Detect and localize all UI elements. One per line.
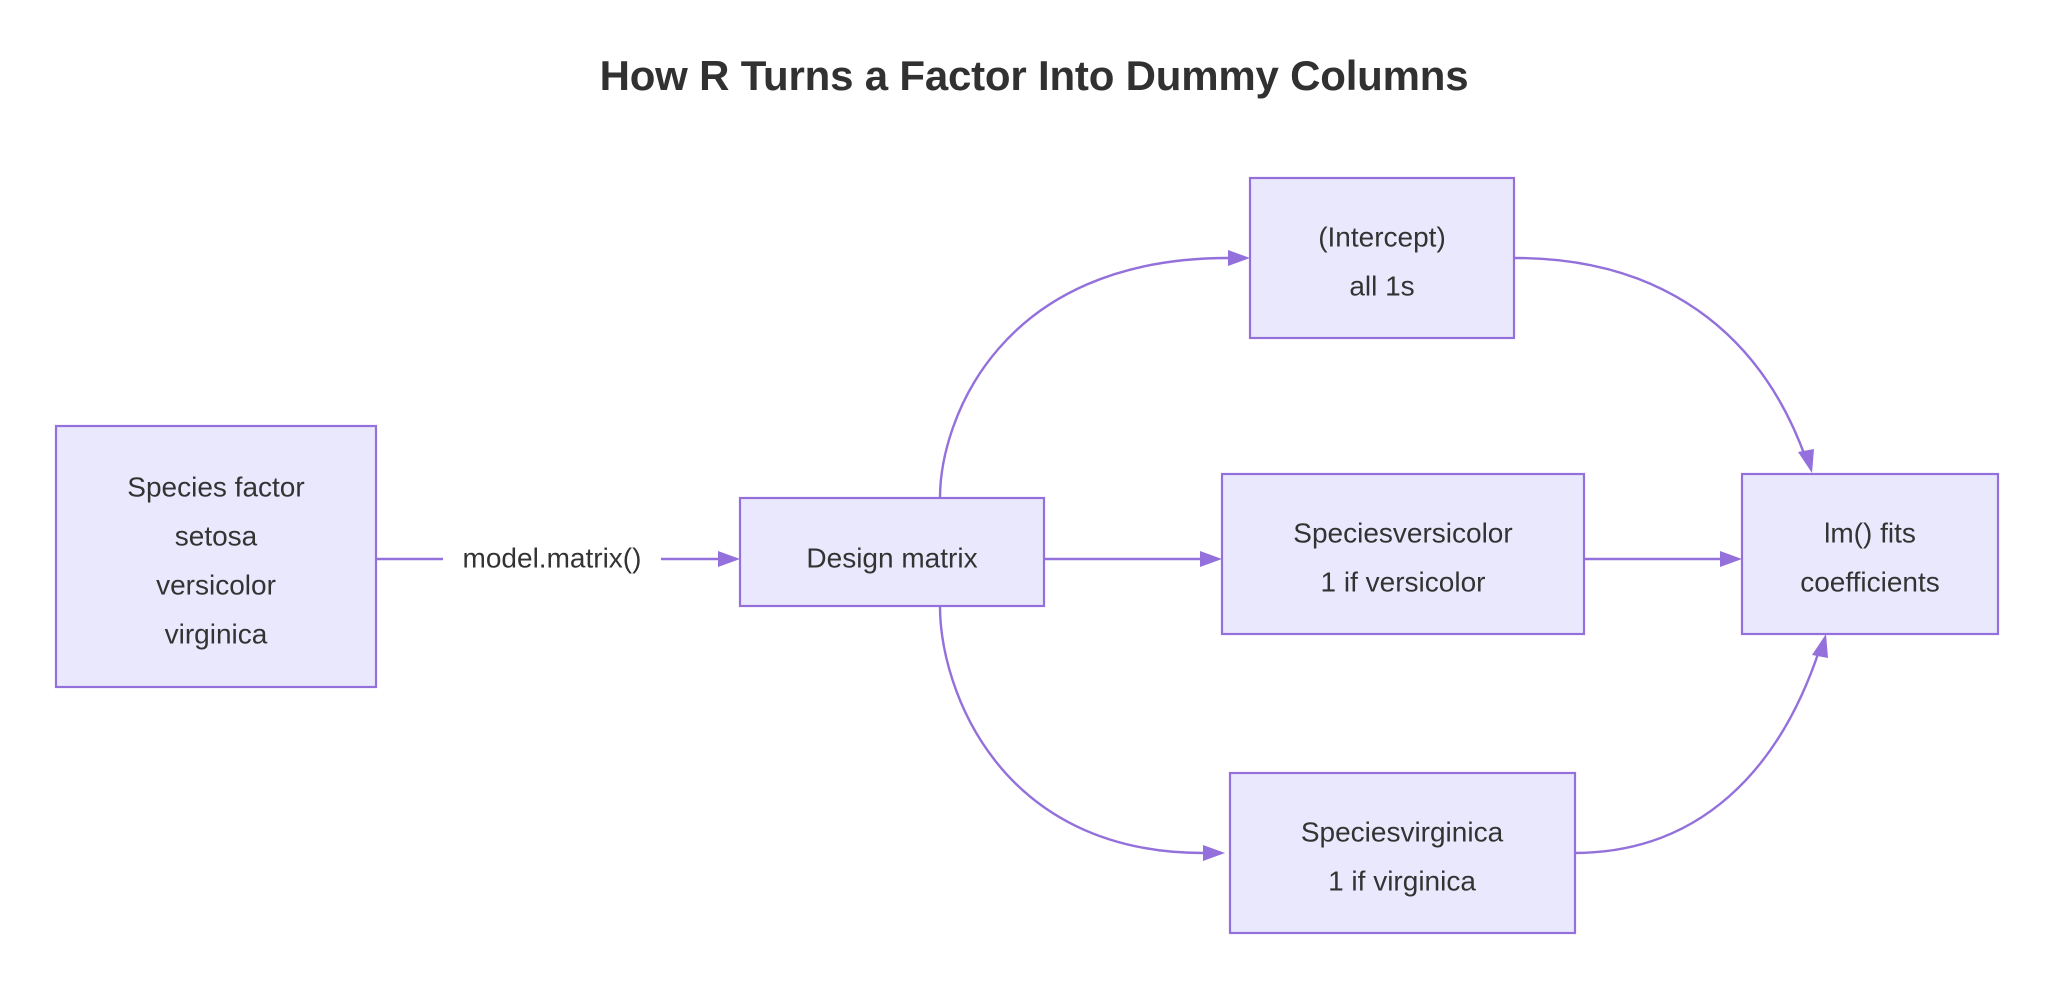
edge-label-text: model.matrix() <box>463 542 642 573</box>
node-speciesversicolor-line-2: 1 if versicolor <box>1321 566 1486 597</box>
node-speciesvirginica-box[interactable] <box>1228 771 1577 935</box>
edge-path-intercept-lm <box>1514 256 1808 460</box>
node-species-factor[interactable]: Species factor setosa versicolor virgini… <box>54 424 378 689</box>
node-group: Species factor setosa versicolor virgini… <box>54 176 2000 935</box>
node-lm-fits-line-2: coefficients <box>1800 566 1940 597</box>
edge-label-background <box>443 539 661 579</box>
node-speciesversicolor[interactable]: Speciesversicolor 1 if versicolor <box>1220 472 1586 636</box>
node-species-factor-line-2: setosa <box>175 520 258 551</box>
arrowhead-virginica-lm <box>1812 634 1828 658</box>
node-lm-fits[interactable]: lm() fits coefficients <box>1740 472 2000 636</box>
node-intercept-box[interactable] <box>1248 176 1516 340</box>
edge-path-design-intercept <box>938 256 1229 499</box>
arrowhead-design-virginica <box>1203 845 1225 861</box>
node-lm-fits-box[interactable] <box>1740 472 2000 636</box>
node-design-matrix[interactable]: Design matrix <box>738 496 1046 608</box>
edge-group: model.matrix() <box>375 250 1828 861</box>
node-speciesversicolor-box[interactable] <box>1220 472 1586 636</box>
edge-design-to-virginica <box>938 605 1225 861</box>
node-species-factor-line-1: Species factor <box>127 471 304 502</box>
page-title: How R Turns a Factor Into Dummy Columns <box>599 52 1469 99</box>
arrowhead-design-versicolor <box>1200 551 1222 567</box>
arrowhead-versicolor-lm <box>1720 551 1742 567</box>
edge-intercept-to-lm <box>1514 256 1814 473</box>
node-species-factor-box[interactable] <box>54 424 378 689</box>
node-intercept-line-1: (Intercept) <box>1318 221 1446 252</box>
arrowhead-species-design <box>718 551 740 567</box>
arrowhead-intercept-lm <box>1798 449 1814 473</box>
node-speciesvirginica-line-2: 1 if virginica <box>1328 865 1476 896</box>
edge-virginica-to-lm <box>1573 634 1828 855</box>
node-speciesvirginica-line-1: Speciesvirginica <box>1301 816 1504 847</box>
node-design-matrix-box[interactable] <box>738 496 1046 608</box>
node-species-factor-line-4: virginica <box>165 618 268 649</box>
node-speciesversicolor-line-1: Speciesversicolor <box>1293 517 1512 548</box>
node-species-factor-line-3: versicolor <box>156 569 276 600</box>
edge-path-design-virginica <box>938 605 1204 855</box>
node-design-matrix-line-1: Design matrix <box>806 542 977 573</box>
edge-design-to-intercept <box>938 250 1250 499</box>
edge-design-to-versicolor <box>1044 551 1222 567</box>
node-intercept-line-2: all 1s <box>1349 270 1414 301</box>
node-intercept[interactable]: (Intercept) all 1s <box>1248 176 1516 340</box>
node-lm-fits-line-1: lm() fits <box>1824 517 1916 548</box>
arrowhead-design-intercept <box>1228 250 1250 266</box>
edge-versicolor-to-lm <box>1578 551 1742 567</box>
node-speciesvirginica[interactable]: Speciesvirginica 1 if virginica <box>1228 771 1577 935</box>
edge-label-model-matrix: model.matrix() <box>443 539 661 579</box>
edge-path-virginica-lm <box>1573 647 1822 855</box>
